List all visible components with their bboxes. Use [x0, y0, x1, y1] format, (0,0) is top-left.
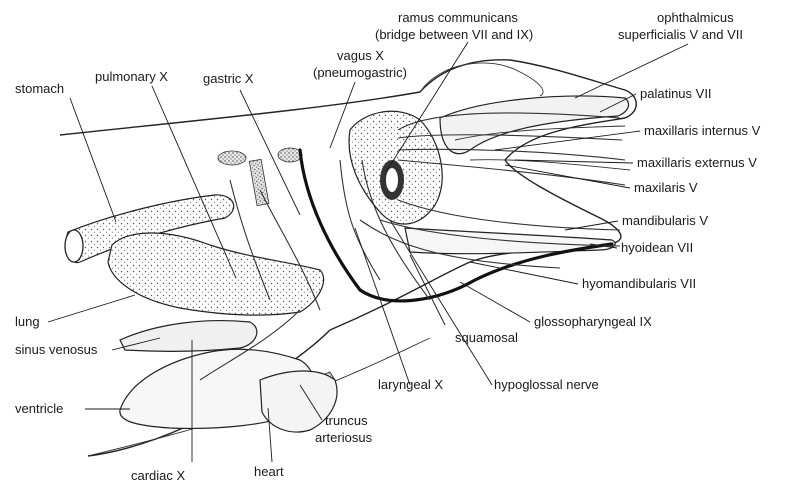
otic-opening-inner [386, 168, 398, 192]
eye-dome [420, 63, 543, 96]
leader-maxillaris-internus [495, 131, 640, 150]
skull-region [349, 96, 630, 254]
stomach-opening [65, 230, 83, 262]
vagus-nerve [300, 150, 612, 301]
label-squamosal: squamosal [455, 330, 518, 345]
label-mandibularis: mandibularis V [622, 213, 708, 228]
label-laryngeal: laryngeal X [378, 377, 443, 392]
label-palatinus: palatinus VII [640, 86, 712, 101]
leader-stomach [70, 98, 116, 222]
leader-lung [48, 295, 135, 322]
label-ventricle: ventricle [15, 401, 63, 416]
label-truncus-line2: arteriosus [315, 430, 373, 445]
label-truncus-line1: truncus [325, 413, 368, 428]
vertebral-column [249, 159, 269, 205]
label-hyoidean: hyoidean VII [621, 240, 693, 255]
sinus-venosus-shape [120, 321, 257, 352]
label-maxillaris-internus: maxillaris internus V [644, 123, 761, 138]
label-lung: lung [15, 314, 40, 329]
label-sinus-venosus: sinus venosus [15, 342, 98, 357]
lung-shape [108, 233, 324, 315]
label-ophthalmicus-line2: superficialis V and VII [618, 27, 743, 42]
leader-laryngeal [355, 228, 410, 385]
label-ramus-communicans-line2: (bridge between VII and IX) [375, 27, 533, 42]
vertebra-1 [218, 151, 246, 165]
label-cardiac: cardiac X [131, 468, 186, 483]
label-hypoglossal: hypoglossal nerve [494, 377, 599, 392]
vertebra-2 [278, 148, 302, 162]
label-vagus-line2: (pneumogastric) [313, 65, 407, 80]
label-maxillaris-externus: maxillaris externus V [637, 155, 757, 170]
label-glossopharyngeal: glossopharyngeal IX [534, 314, 652, 329]
label-stomach: stomach [15, 81, 64, 96]
label-heart: heart [254, 464, 284, 479]
leader-glossopharyngeal [460, 282, 530, 322]
label-maxilaris: maxilaris V [634, 180, 698, 195]
heart-organ [120, 321, 337, 432]
label-vagus-line1: vagus X [337, 48, 384, 63]
dorsal-structures [218, 148, 302, 206]
label-hyomandibularis: hyomandibularis VII [582, 276, 696, 291]
label-ramus-communicans-line1: ramus communicans [398, 10, 518, 25]
label-pulmonary: pulmonary X [95, 69, 168, 84]
label-ophthalmicus-line1: ophthalmicus [657, 10, 734, 25]
label-gastric: gastric X [203, 71, 254, 86]
